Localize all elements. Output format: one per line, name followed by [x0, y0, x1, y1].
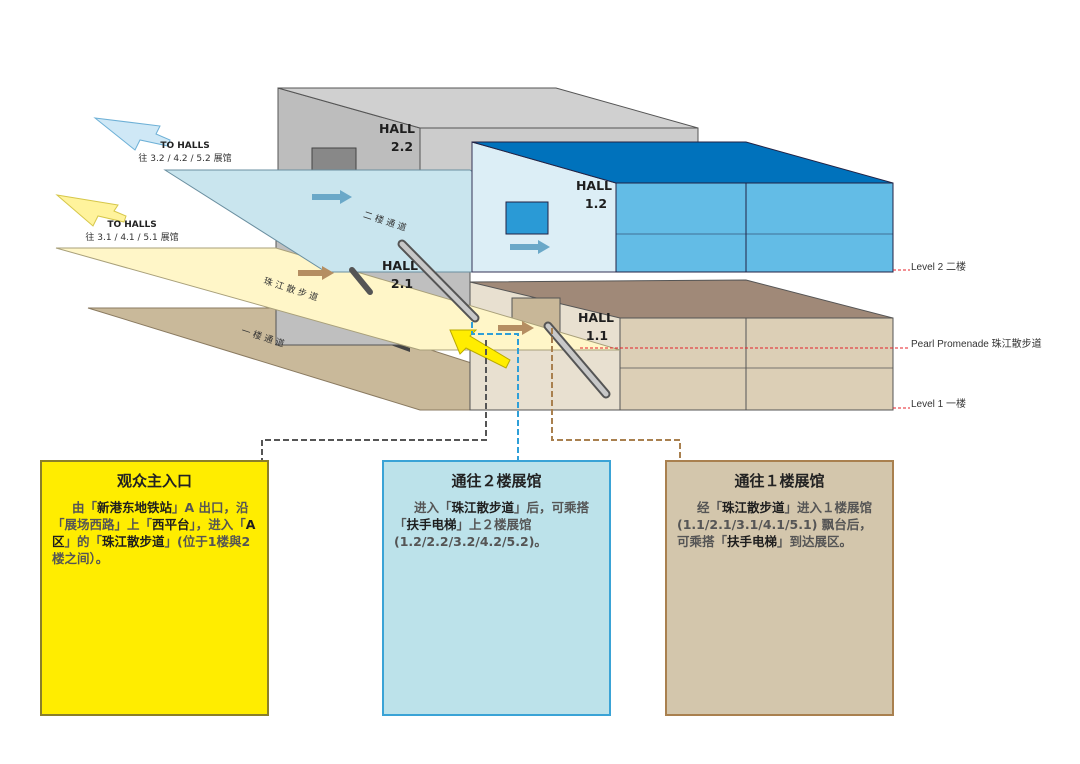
to-halls-lower-en: TO HALLS	[107, 220, 156, 230]
promenade-flow-arrows	[298, 266, 534, 335]
connector-level1	[551, 328, 681, 460]
escalator-to-level2	[397, 239, 480, 323]
level2-info-box: 通往２楼展馆 进入「珠江散步道」后，可乘搭「扶手电梯」上２楼展馆(1.2/2.2…	[382, 460, 611, 716]
level2-box-body: 进入「珠江散步道」后，可乘搭「扶手电梯」上２楼展馆(1.2/2.2/3.2/4.…	[394, 499, 599, 550]
level1-label: Level 1 一楼	[911, 397, 966, 410]
body-text: 」，进入「	[189, 517, 246, 532]
to-halls-lower-arrow	[55, 194, 127, 227]
body-text: 」进入１楼展馆 (1.1/2.1/3.1/4.1/5.1) 飘台后，可乘搭「	[677, 500, 873, 549]
body-text: 」上２楼展馆(1.2/2.2/3.2/4.2/5.2)。	[394, 517, 547, 549]
escalator-hall-2-1	[349, 267, 373, 295]
level2-box-title: 通往２楼展馆	[451, 472, 542, 490]
escalator-to-level1	[543, 321, 611, 399]
level1-box-body: 经「珠江散步道」进入１楼展馆 (1.1/2.1/3.1/4.1/5.1) 飘台后…	[677, 499, 882, 550]
level2-flow-arrows	[312, 190, 550, 254]
entrance-box-body: 由「新港东地铁站」A 出口，沿「展场西路」上「西平台」，进入「A区」的「珠江散步…	[52, 499, 257, 567]
connector-entrance	[261, 340, 487, 460]
promenade-level-label: Pearl Promenade 珠江散步道	[911, 337, 1042, 350]
level2-label: Level 2 二楼	[911, 260, 966, 273]
emphasis-text: A区	[52, 517, 256, 549]
entrance-box-title: 观众主入口	[116, 472, 192, 490]
emphasis-text: 新港东地铁站	[97, 500, 173, 515]
to-halls-upper-en: TO HALLS	[160, 141, 209, 151]
entrance-info-box: 观众主入口 由「新港东地铁站」A 出口，沿「展场西路」上「西平台」，进入「A区」…	[40, 460, 269, 716]
emphasis-text: 珠江散步道	[451, 500, 515, 515]
body-text: 」A 出口，沿「展场西路」上「	[52, 500, 249, 532]
level1-info-box: 通往１楼展馆 经「珠江散步道」进入１楼展馆 (1.1/2.1/3.1/4.1/5…	[665, 460, 894, 716]
hall-1-2	[471, 141, 894, 273]
body-text: 由「	[72, 500, 98, 515]
body-text: 经「	[697, 500, 723, 515]
body-text: 」的「	[64, 534, 103, 549]
level1-box-title: 通往１楼展馆	[734, 472, 825, 490]
to-halls-upper-zh: 往 3.2 / 4.2 / 5.2 展馆	[138, 152, 231, 164]
level-indicators	[580, 269, 910, 409]
emphasis-text: 珠江散步道	[102, 534, 165, 549]
body-text: 」(位于1楼與2楼之间）。	[52, 534, 251, 566]
body-text: 进入「	[414, 500, 452, 515]
to-halls-lower-zh: 往 3.1 / 4.1 / 5.1 展馆	[85, 231, 178, 243]
emphasis-text: 西平台	[152, 517, 190, 532]
body-text: 」后，可乘搭「	[394, 500, 590, 532]
connector-level2	[471, 322, 519, 460]
body-text: 」到达展区。	[777, 534, 853, 549]
emphasis-text: 珠江散步道	[722, 500, 785, 515]
emphasis-text: 扶手电梯	[406, 517, 457, 532]
to-halls-upper-arrow	[93, 117, 171, 151]
emphasis-text: 扶手电梯	[727, 534, 778, 549]
